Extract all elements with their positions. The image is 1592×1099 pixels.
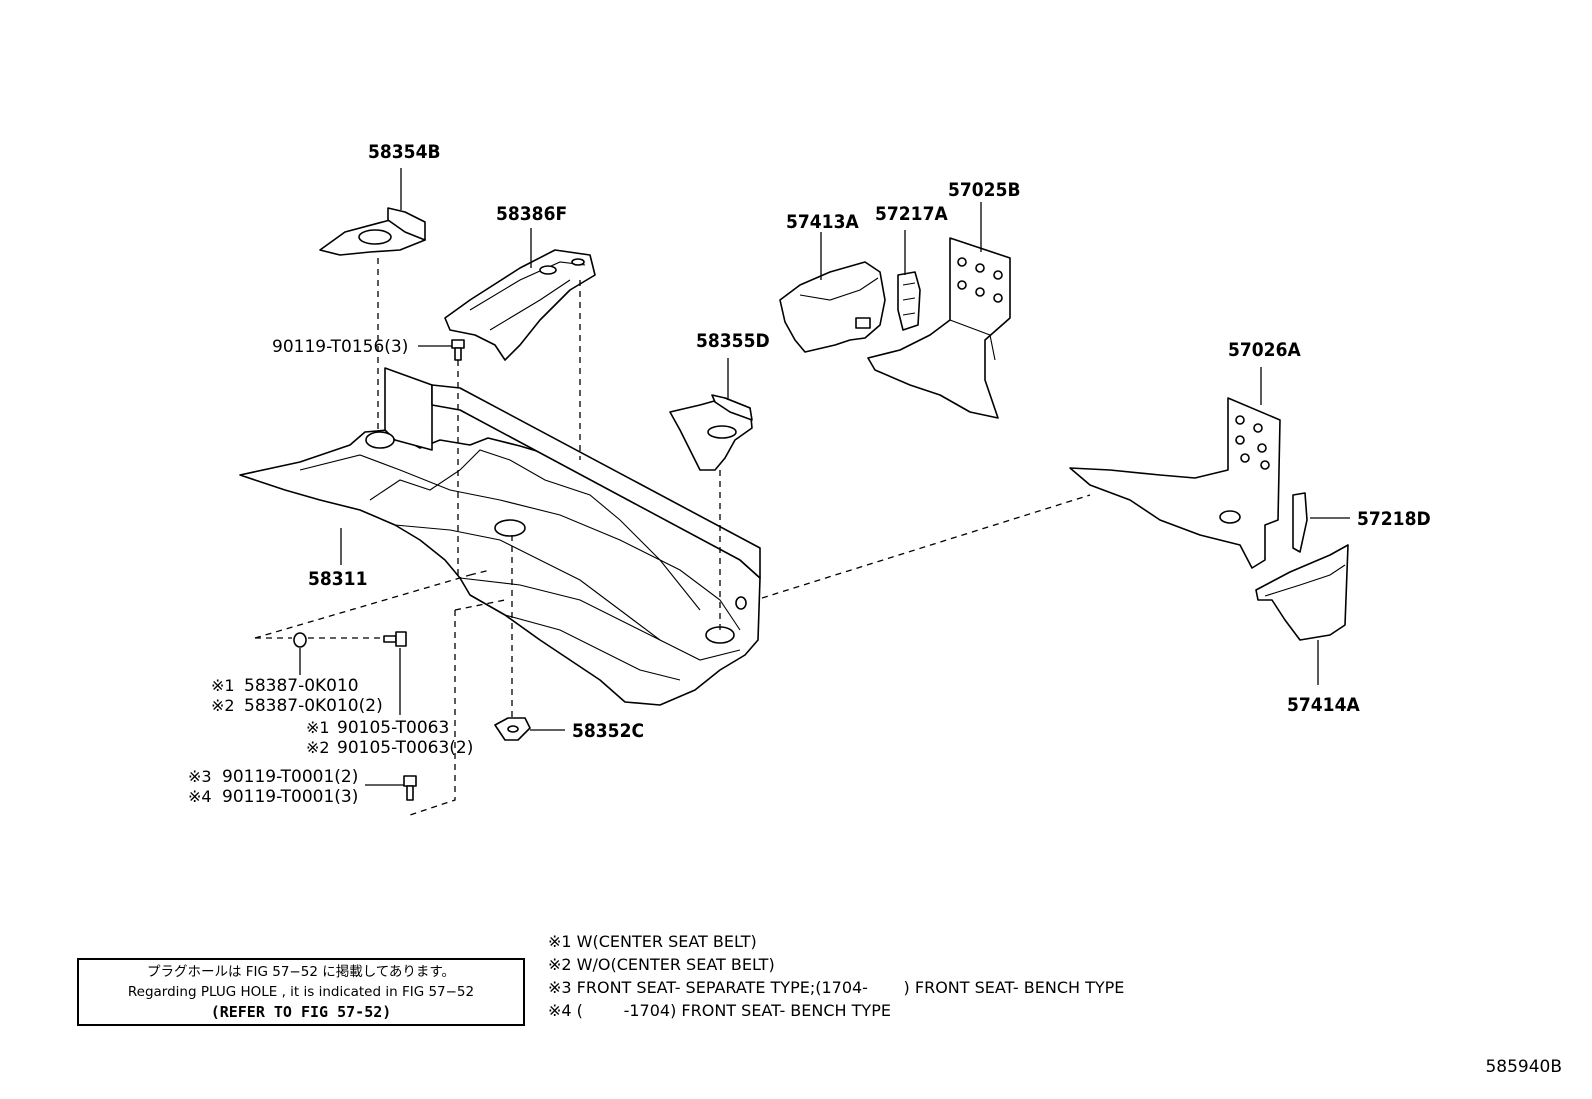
mark-4: ※4 <box>188 787 212 806</box>
grommet-58352C <box>494 717 531 741</box>
label-58352C: 58352C <box>572 720 644 742</box>
label-90119-T0156: 90119-T0156(3) <box>272 337 408 357</box>
bracket-58354B <box>319 207 426 256</box>
bolt-90119-T0001 <box>403 775 417 801</box>
label-57026A: 57026A <box>1228 339 1301 361</box>
bracket-58355D <box>669 394 753 471</box>
clip-57217A <box>897 271 921 331</box>
label-58387-2: 58387-0K010(2) <box>244 696 383 716</box>
bracket-57026A <box>1069 397 1281 569</box>
mark-2a: ※2 <box>211 696 235 715</box>
footnote-1: ※1 W(CENTER SEAT BELT) <box>548 932 757 951</box>
label-57414A: 57414A <box>1287 694 1360 716</box>
label-90105-1: 90105-T0063 <box>337 718 449 738</box>
footnote-2: ※2 W/O(CENTER SEAT BELT) <box>548 955 775 974</box>
bracket-58386F <box>444 249 596 361</box>
bolt-90119-T0156 <box>451 339 465 361</box>
footnote-4: ※4 ( -1704) FRONT SEAT- BENCH TYPE <box>548 1001 891 1020</box>
plug-hole-reference-box: プラグホールは FIG 57−52 に掲載してあります。 Regarding P… <box>77 958 525 1026</box>
label-57413A: 57413A <box>786 211 859 233</box>
label-58355D: 58355D <box>696 330 770 352</box>
plug-hole-line-jp: プラグホールは FIG 57−52 に掲載してあります。 <box>146 964 456 980</box>
label-58387-1: 58387-0K010 <box>244 676 359 696</box>
mark-2b: ※2 <box>306 738 330 757</box>
label-57025B: 57025B <box>948 179 1021 201</box>
mark-1b: ※1 <box>306 718 330 737</box>
label-90119-3: 90119-T0001(2) <box>222 767 358 787</box>
mark-3: ※3 <box>188 767 212 786</box>
bracket-57025B <box>867 237 1011 419</box>
leader-lines <box>299 168 1350 786</box>
label-57217A: 57217A <box>875 203 948 225</box>
label-57218D: 57218D <box>1357 508 1431 530</box>
floor-pan-58311 <box>239 367 761 706</box>
label-58386F: 58386F <box>496 203 567 225</box>
footnotes: ※1 W(CENTER SEAT BELT) ※2 W/O(CENTER SEA… <box>548 930 1248 1022</box>
part-labels: 58354B 58386F 57413A 57217A 57025B 90119… <box>188 141 1431 807</box>
label-90119-4: 90119-T0001(3) <box>222 787 358 807</box>
bolt-90105 <box>383 631 407 647</box>
plug-58387 <box>293 632 307 648</box>
plug-hole-line-en: Regarding PLUG HOLE , it is indicated in… <box>127 984 475 1000</box>
label-58311: 58311 <box>308 568 367 590</box>
bracket-57414A <box>1255 544 1349 641</box>
figure-id: 585940B <box>1485 1057 1562 1077</box>
assembly-lines <box>254 258 1091 816</box>
footnote-3: ※3 FRONT SEAT- SEPARATE TYPE;(1704- ) FR… <box>548 978 1125 997</box>
clip-57218D <box>1292 492 1308 553</box>
label-58354B: 58354B <box>368 141 441 163</box>
bracket-57413A <box>779 261 886 353</box>
mark-1a: ※1 <box>211 676 235 695</box>
label-90105-2: 90105-T0063(2) <box>337 738 473 758</box>
plug-hole-refer: (REFER TO FIG 57-52) <box>210 1003 392 1021</box>
